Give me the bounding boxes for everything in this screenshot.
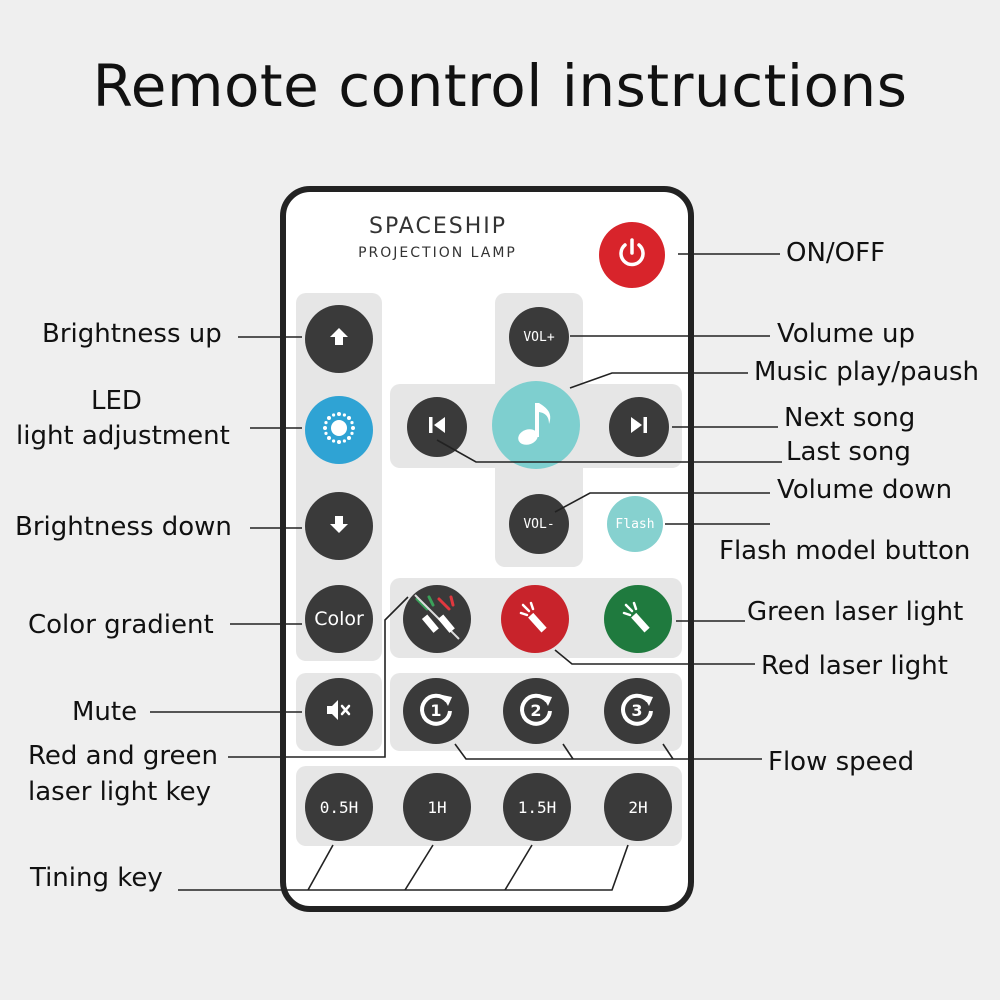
timer-0-5h-button[interactable]: 0.5H [305,773,373,841]
music-note-icon [513,398,559,452]
timer-1-5h-button[interactable]: 1.5H [503,773,571,841]
next-song-button[interactable] [609,397,669,457]
mute-button[interactable] [305,678,373,746]
label-timing-key: Tining key [30,863,163,893]
brightness-up-button[interactable] [305,305,373,373]
timer-0-5h-label: 0.5H [319,797,359,817]
sun-icon [319,408,359,452]
label-red-green-line1: Red and green [28,741,218,771]
red-green-laser-button[interactable] [403,585,471,653]
svg-text:3: 3 [631,701,642,720]
svg-text:1: 1 [430,701,441,720]
timer-1h-label: 1H [427,797,447,817]
led-adjust-button[interactable] [305,396,373,464]
label-volume-up: Volume up [777,319,915,349]
label-led-line2: light adjustment [16,421,230,451]
label-flow-speed: Flow speed [768,747,915,777]
label-red-laser: Red laser light [761,651,948,681]
color-gradient-button[interactable]: Color [305,585,373,653]
label-last-song: Last song [786,437,911,467]
label-brightness-down: Brightness down [15,512,232,542]
label-brightness-up: Brightness up [42,319,222,349]
timer-2h-button[interactable]: 2H [604,773,672,841]
red-green-laser-icon [409,589,465,649]
label-red-green-line2: laser light key [28,777,212,807]
label-volume-down: Volume down [777,475,953,505]
flow-speed-2-icon: 2 [516,689,556,733]
music-play-pause-button[interactable] [492,381,580,469]
flow-speed-1-button[interactable]: 1 [403,678,469,744]
green-laser-button[interactable] [604,585,672,653]
laser-pointer-icon [517,599,553,639]
flow-speed-3-button[interactable]: 3 [604,678,670,744]
label-flash-model: Flash model button [719,536,971,566]
flow-speed-3-icon: 3 [617,689,657,733]
volume-down-label: VOL- [523,516,555,532]
arrow-up-icon [327,325,351,353]
label-led-line1: LED [91,386,142,416]
skip-forward-icon [627,413,651,441]
label-green-laser: Green laser light [747,597,964,627]
label-on-off: ON/OFF [786,238,886,268]
volume-up-button[interactable]: VOL+ [509,307,569,367]
label-mute: Mute [72,697,138,727]
label-color-gradient: Color gradient [28,610,214,640]
brand-subtitle: PROJECTION LAMP [358,245,517,261]
previous-song-button[interactable] [407,397,467,457]
arrow-down-icon [327,512,351,540]
timer-1-5h-label: 1.5H [517,797,557,817]
svg-text:2: 2 [530,701,541,720]
timer-1h-button[interactable]: 1H [403,773,471,841]
volume-up-label: VOL+ [523,329,555,345]
brand-name: SPACESHIP [368,214,507,239]
power-icon [615,236,649,274]
flash-mode-button[interactable]: Flash [607,496,663,552]
red-laser-button[interactable] [501,585,569,653]
label-next-song: Next song [784,403,916,433]
page-title: Remote control instructions [92,52,908,120]
flow-speed-1-icon: 1 [416,689,456,733]
color-button-label: Color [314,608,364,630]
power-button[interactable] [599,222,665,288]
skip-back-icon [425,413,449,441]
flow-speed-2-button[interactable]: 2 [503,678,569,744]
volume-down-button[interactable]: VOL- [509,494,569,554]
label-music-play: Music play/paush [754,357,979,387]
laser-pointer-icon [620,599,656,639]
mute-icon [324,697,354,727]
timer-2h-label: 2H [628,797,648,817]
flash-label: Flash [615,516,655,532]
brightness-down-button[interactable] [305,492,373,560]
